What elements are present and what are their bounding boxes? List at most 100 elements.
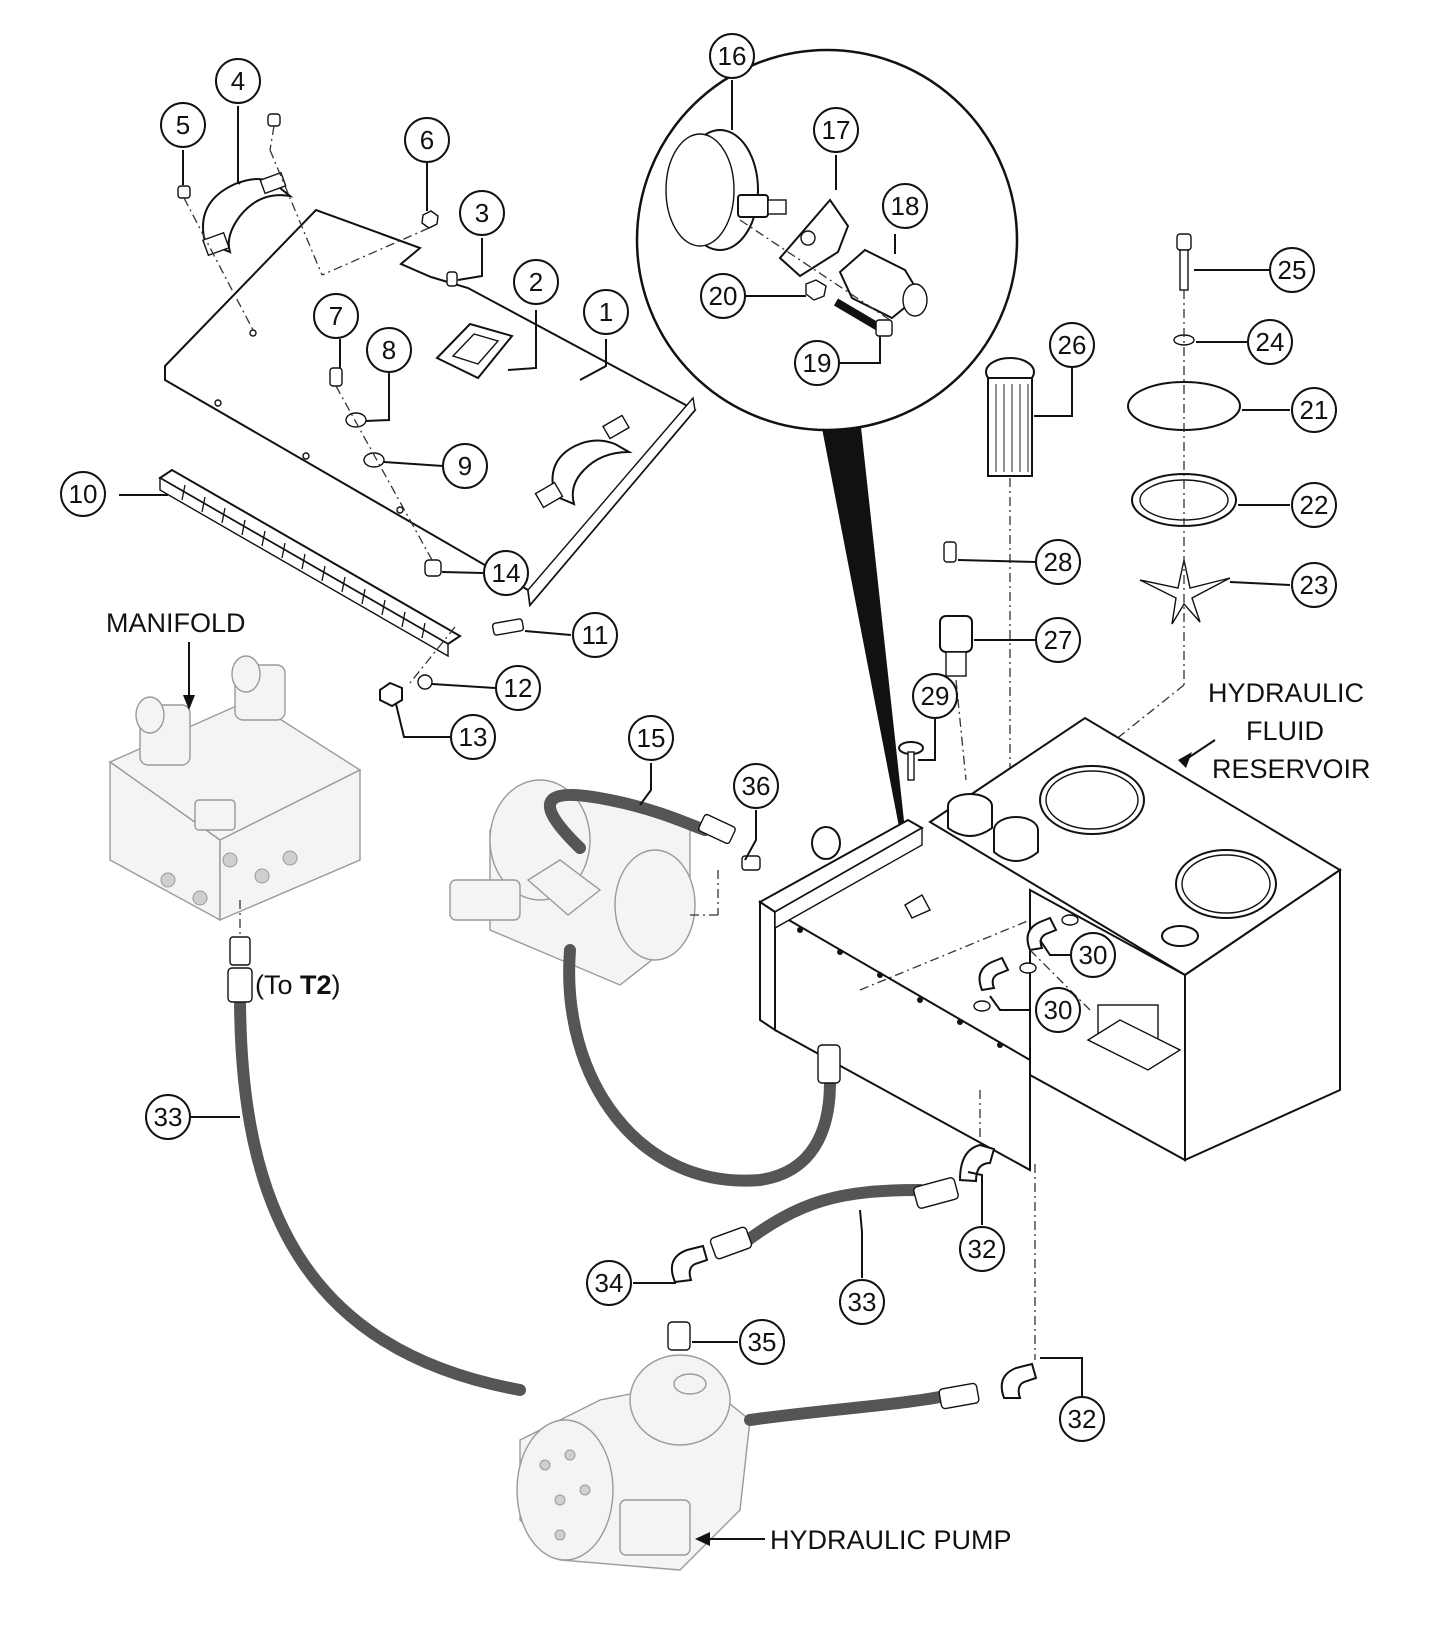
callout-33-left-number: 33 <box>154 1102 183 1132</box>
callout-10: 10 <box>60 471 106 517</box>
auxiliary-pump <box>449 779 719 986</box>
reservoir-label-line1: HYDRAULIC <box>1208 678 1364 708</box>
callout-25-number: 25 <box>1278 255 1307 285</box>
callout-36: 36 <box>733 763 779 809</box>
callout-32-upper: 32 <box>959 1226 1005 1272</box>
callout-15-number: 15 <box>637 723 666 753</box>
callouts: 1 2 3 4 5 6 7 8 9 10 11 12 13 14 15 16 1… <box>60 33 1337 1442</box>
hydraulic-reservoir <box>928 716 1342 1162</box>
callout-8-number: 8 <box>382 335 396 365</box>
callout-23: 23 <box>1291 562 1337 608</box>
callout-21: 21 <box>1291 387 1337 433</box>
callout-18: 18 <box>882 183 928 229</box>
callout-6-number: 6 <box>420 125 434 155</box>
callout-34-number: 34 <box>595 1268 624 1298</box>
callout-21-number: 21 <box>1300 395 1329 425</box>
callout-4-number: 4 <box>231 66 245 96</box>
callout-16-number: 16 <box>718 41 747 71</box>
callout-11: 11 <box>572 612 618 658</box>
callout-8: 8 <box>366 327 412 373</box>
callout-29-number: 29 <box>921 681 950 711</box>
reservoir-label-line3: RESERVOIR <box>1212 754 1371 784</box>
callout-9: 9 <box>442 443 488 489</box>
callout-33-left: 33 <box>145 1094 191 1140</box>
to-t2-label: (To T2) <box>255 970 341 1000</box>
callout-7: 7 <box>313 293 359 339</box>
gauge-detail-inset <box>635 48 1019 832</box>
callout-2: 2 <box>513 259 559 305</box>
callout-5: 5 <box>160 102 206 148</box>
callout-32-upper-number: 32 <box>968 1234 997 1264</box>
callout-18-number: 18 <box>891 191 920 221</box>
callout-16: 16 <box>709 33 755 79</box>
callout-11-number: 11 <box>582 620 609 650</box>
callout-30-lower: 30 <box>1035 987 1081 1033</box>
callout-1-number: 1 <box>599 297 613 327</box>
to-t2-prefix: (To <box>255 970 300 1000</box>
callout-10-number: 10 <box>69 479 98 509</box>
callout-24-number: 24 <box>1256 327 1285 357</box>
callout-12-number: 12 <box>504 673 533 703</box>
callout-20: 20 <box>700 273 746 319</box>
callout-17-number: 17 <box>822 115 851 145</box>
callout-14: 14 <box>483 550 529 596</box>
callout-27-number: 27 <box>1044 625 1073 655</box>
callout-32-lower-number: 32 <box>1068 1404 1097 1434</box>
callout-3-number: 3 <box>475 198 489 228</box>
callout-13-number: 13 <box>459 722 488 752</box>
callout-4: 4 <box>215 58 261 104</box>
callout-25: 25 <box>1269 247 1315 293</box>
to-t2-suffix: ) <box>332 970 341 1000</box>
callout-5-number: 5 <box>176 110 190 140</box>
callout-28: 28 <box>1035 539 1081 585</box>
callout-26-number: 26 <box>1058 330 1087 360</box>
callout-29: 29 <box>912 673 958 719</box>
callout-9-number: 9 <box>458 451 472 481</box>
callout-2-number: 2 <box>529 267 543 297</box>
callout-35: 35 <box>739 1319 785 1365</box>
callout-36-number: 36 <box>742 771 771 801</box>
manifold-label: MANIFOLD <box>106 608 246 638</box>
callout-14-number: 14 <box>492 558 521 588</box>
leader-lines <box>119 80 1291 1546</box>
hydraulic-pump-label: HYDRAULIC PUMP <box>770 1525 1012 1555</box>
callout-19: 19 <box>794 340 840 386</box>
reservoir-label-line2: FLUID <box>1246 716 1324 746</box>
callout-3: 3 <box>459 190 505 236</box>
callout-22-number: 22 <box>1300 490 1329 520</box>
reservoir-top-parts <box>898 233 1241 800</box>
callout-15: 15 <box>628 715 674 761</box>
cover-plate <box>164 171 697 608</box>
hinge <box>158 468 462 658</box>
assembly-lines-top <box>183 125 456 684</box>
callout-13: 13 <box>450 714 496 760</box>
to-t2-target: T2 <box>300 970 332 1000</box>
callout-30-upper-number: 30 <box>1079 940 1108 970</box>
callout-32-lower: 32 <box>1059 1396 1105 1442</box>
callout-22: 22 <box>1291 482 1337 528</box>
callout-23-number: 23 <box>1300 570 1329 600</box>
callout-27: 27 <box>1035 617 1081 663</box>
callout-35-number: 35 <box>748 1327 777 1357</box>
hydraulic-pump <box>516 1354 751 1571</box>
callout-20-number: 20 <box>709 281 738 311</box>
callout-19-number: 19 <box>803 348 832 378</box>
callout-30-lower-number: 30 <box>1044 995 1073 1025</box>
text-labels: MANIFOLD HYDRAULIC FLUID RESERVOIR HYDRA… <box>106 608 1371 1555</box>
callout-33-mid-number: 33 <box>848 1287 877 1317</box>
reservoir-frame <box>758 818 1091 1172</box>
callout-6: 6 <box>404 117 450 163</box>
callout-26: 26 <box>1049 322 1095 368</box>
callout-12: 12 <box>495 665 541 711</box>
callout-34: 34 <box>586 1260 632 1306</box>
callout-33-mid: 33 <box>839 1279 885 1325</box>
callout-7-number: 7 <box>329 301 343 331</box>
callout-24: 24 <box>1247 319 1293 365</box>
callout-1: 1 <box>583 289 629 335</box>
callout-30-upper: 30 <box>1070 932 1116 978</box>
callout-28-number: 28 <box>1044 547 1073 577</box>
manifold <box>108 655 362 966</box>
callout-17: 17 <box>813 107 859 153</box>
